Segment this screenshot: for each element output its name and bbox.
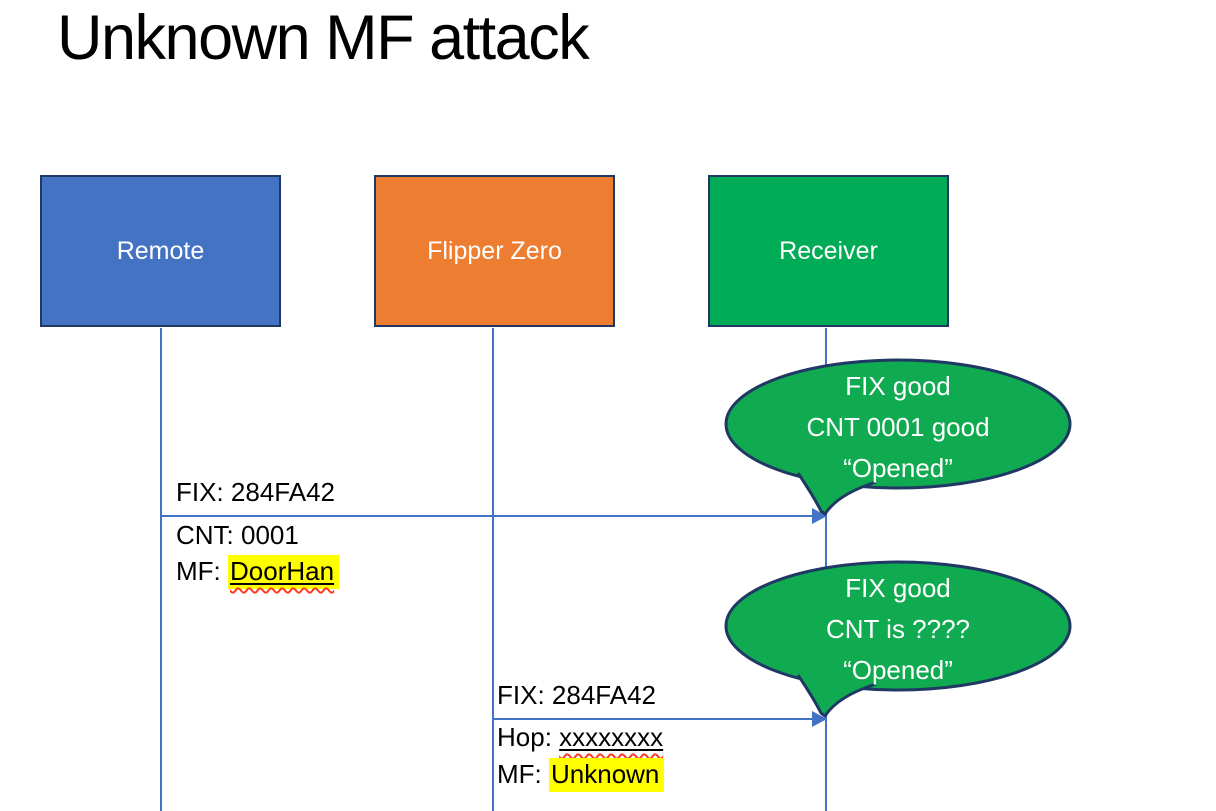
callout1-line2: CNT 0001 good [806, 412, 990, 442]
actor-box-flipper-zero: Flipper Zero [374, 175, 615, 327]
slide-title: Unknown MF attack [57, 3, 590, 73]
message2-mf-value: Unknown [551, 759, 660, 789]
message2-mf-prefix: MF: [497, 759, 549, 789]
callout2-line1: FIX good [845, 573, 951, 603]
callout1-line3: “Opened” [843, 453, 953, 483]
callout2-text: FIX good CNT is ???? “Opened” [720, 568, 1076, 691]
message2-hop-value: xxxxxxxx [559, 722, 664, 752]
message1-label-below-2: MF: DoorHan [176, 555, 340, 589]
actor-box-receiver: Receiver [708, 175, 949, 327]
callout-bubble-shape [724, 358, 1072, 490]
actor-label-remote: Remote [116, 236, 205, 265]
callout-bubble-shape [724, 560, 1072, 692]
message2-mf-highlight: Unknown [549, 758, 665, 792]
message1-mf-value: DoorHan [230, 556, 335, 586]
message2-label-above: FIX: 284FA42 [497, 680, 656, 710]
message-arrow-flipper-to-receiver [493, 718, 814, 720]
message-arrow-remote-to-receiver [161, 515, 814, 517]
lifeline-flipper-zero [492, 328, 494, 811]
callout-tail-shape [796, 472, 877, 516]
lifeline-remote [160, 328, 162, 811]
callout1-line1: FIX good [845, 371, 951, 401]
speech-callout-2 [724, 560, 1072, 718]
message2-hop-prefix: Hop: [497, 722, 560, 752]
callout1-text: FIX good CNT 0001 good “Opened” [720, 366, 1076, 489]
callout2-line3: “Opened” [843, 655, 953, 685]
message2-label-below-2: MF: Unknown [497, 758, 665, 792]
message1-label-above: FIX: 284FA42 [176, 477, 335, 507]
message1-mf-prefix: MF: [176, 556, 228, 586]
speech-callout-1 [724, 358, 1072, 516]
message2-label-below-1: Hop: xxxxxxxx [497, 722, 663, 753]
message1-mf-highlight: DoorHan [228, 555, 340, 589]
callout-tail-shape [796, 674, 877, 718]
callout2-line2: CNT is ???? [825, 614, 971, 644]
actor-label-receiver: Receiver [779, 236, 878, 265]
actor-box-remote: Remote [40, 175, 281, 327]
actor-label-flipper-zero: Flipper Zero [427, 236, 562, 265]
message1-label-below-1: CNT: 0001 [176, 520, 299, 550]
